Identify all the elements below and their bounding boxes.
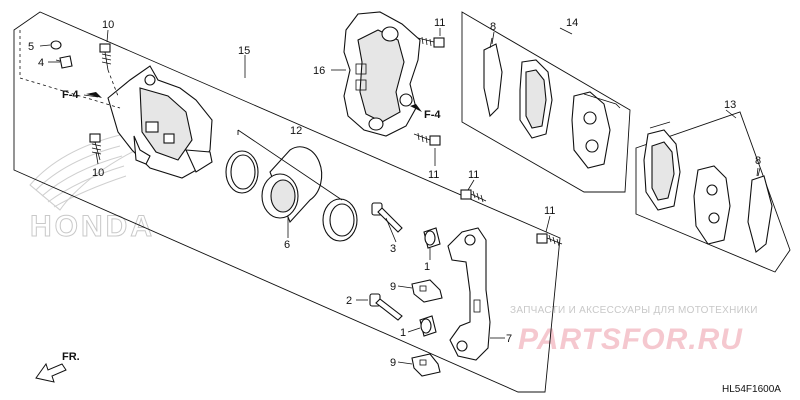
shop-caption: ЗАПЧАСТИ И АКСЕССУАРЫ ДЛЯ МОТОТЕХНИКИ	[510, 305, 758, 316]
caliper-body	[107, 65, 213, 179]
callout-9-lower: 9	[390, 357, 396, 369]
callout-5: 5	[28, 41, 34, 53]
slide-pin-2	[369, 293, 403, 321]
assembly-frame-15	[13, 11, 561, 393]
callout-2: 2	[346, 295, 352, 307]
bolt-11-sub	[413, 132, 441, 146]
shop-logo: PARTSFOR.RU	[518, 323, 743, 356]
leader-14	[559, 27, 573, 35]
callout-11-right: 11	[544, 205, 555, 217]
brake-pad-upper-a	[519, 59, 553, 139]
callout-1-lower: 1	[400, 327, 406, 339]
front-direction-label: FR.	[62, 351, 80, 363]
ref-label-left: F-4	[62, 89, 79, 101]
honda-watermark: HONDA	[29, 130, 177, 244]
callout-9-upper: 9	[390, 281, 396, 293]
callout-13: 13	[724, 99, 736, 111]
pad-set-frame-13	[635, 111, 791, 273]
callout-10-top: 10	[102, 19, 114, 31]
callout-4: 4	[38, 57, 44, 69]
boot-1-lower	[419, 315, 437, 337]
bleeder-screw-4	[55, 55, 73, 69]
dust-seal	[322, 198, 358, 242]
slide-pin-3	[371, 202, 403, 233]
dashed-leader-bolt	[107, 69, 119, 97]
callout-numbers: 10 5 4 10 15 12 6 16 11 11 11 11 3 1 9 2…	[28, 17, 761, 369]
honda-wordmark: HONDA	[30, 210, 155, 243]
callout-10-lower: 10	[92, 167, 104, 179]
bolt-11-middle	[460, 189, 487, 203]
callout-14: 14	[566, 17, 578, 29]
bolt-11-top	[417, 36, 445, 48]
diagram-code: HL54F1600A	[722, 384, 781, 395]
front-direction-arrow: FR.	[35, 351, 80, 383]
ref-label-right: F-4	[424, 109, 441, 121]
callout-1-upper: 1	[424, 261, 430, 273]
callout-8-upper: 8	[490, 21, 496, 33]
callout-12: 12	[290, 125, 302, 137]
boot-1-upper	[423, 227, 441, 249]
bracket-12	[237, 129, 343, 201]
bolt-10-top	[99, 43, 112, 71]
callout-7: 7	[506, 333, 512, 345]
leader-13	[725, 109, 737, 119]
bolt-11-right	[536, 233, 563, 247]
callout-11-middle: 11	[468, 169, 479, 181]
dashed-leader-left	[19, 30, 121, 109]
caliper-sub-assembly-16	[343, 11, 421, 137]
leader-lines	[39, 28, 761, 365]
piston	[261, 146, 323, 224]
brake-pad-upper-b	[571, 91, 621, 169]
pad-spring-9-lower	[411, 353, 441, 377]
pad-spring-9-upper	[411, 279, 443, 303]
callout-11-sub: 11	[428, 169, 439, 181]
caliper-bracket-7	[447, 227, 491, 361]
bleeder-cap-5	[50, 40, 62, 50]
callout-16: 16	[313, 65, 325, 77]
bolt-10-lower	[89, 133, 102, 161]
pad-shim-8-lower	[747, 167, 773, 253]
callout-8-lower: 8	[755, 155, 761, 167]
reference-arrow-left: F-4	[62, 89, 102, 101]
reference-arrow-right: F-4	[410, 104, 441, 121]
callout-6: 6	[284, 239, 290, 251]
brake-pad-lower-a	[643, 121, 681, 211]
pad-shim-8-upper	[483, 37, 503, 118]
brake-pad-lower-b	[693, 165, 731, 245]
callout-3: 3	[390, 243, 396, 255]
piston-seal	[225, 150, 259, 194]
pad-set-frame-14	[461, 11, 631, 193]
callout-15: 15	[238, 45, 250, 57]
callout-11-top: 11	[434, 17, 445, 29]
